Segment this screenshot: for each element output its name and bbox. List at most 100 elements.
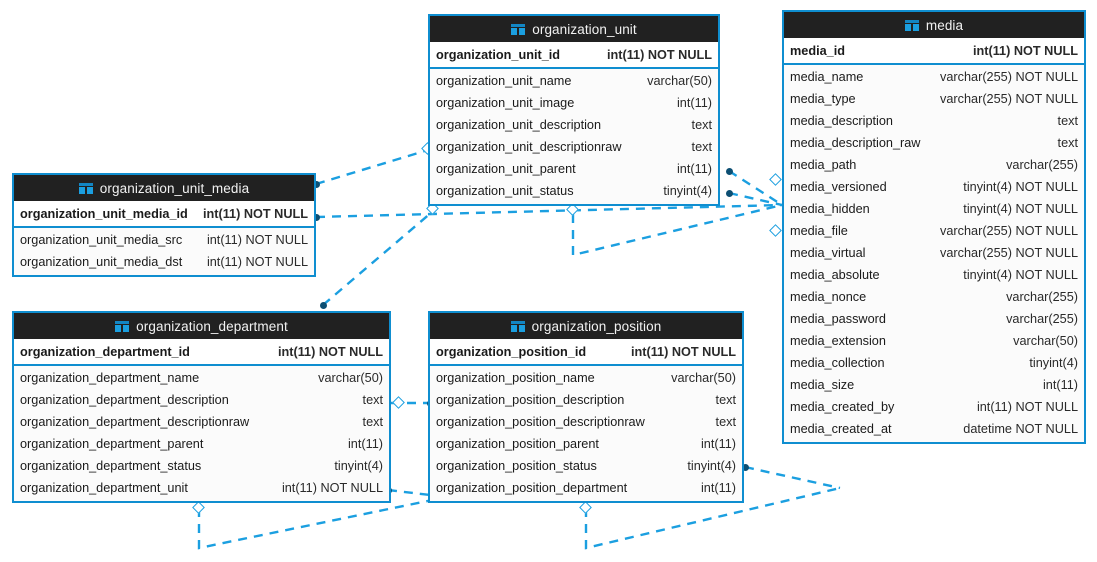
field-type: varchar(50) [318,371,383,385]
field-name: organization_unit_media_src [20,233,183,247]
field-name: organization_department_descriptionraw [20,415,250,429]
field-type: tinyint(4) NOT NULL [963,202,1078,216]
edge-department-self-loop [197,495,448,550]
field-type: int(11) NOT NULL [277,344,383,359]
table-organization_department[interactable]: organization_department organization_dep… [12,311,391,503]
field-name: organization_department_parent [20,437,204,451]
field-type: int(11) NOT NULL [206,233,308,247]
field-name: media_type [790,92,856,106]
field-type: int(11) [676,96,712,110]
endpoint-dot-department-top [319,301,327,309]
table-row: organization_unit_descriptionraw text [430,136,718,158]
table-header: organization_department [14,313,389,339]
field-type: varchar(255) [1006,290,1078,304]
field-name: organization_position_name [436,371,595,385]
field-type: varchar(255) NOT NULL [940,70,1078,84]
crowfoot-diamond-media-lower [768,223,782,237]
table-row: media_versioned tinyint(4) NOT NULL [784,176,1084,198]
edge-position-status [744,465,841,490]
edge-oum-to-media [315,203,783,219]
field-name: organization_department_unit [20,481,188,495]
endpoint-dot-position-status [741,463,749,471]
field-type: tinyint(4) [334,459,383,473]
field-type: tinyint(4) [687,459,736,473]
field-type: text [691,118,712,132]
table-header: media [784,12,1084,38]
field-name: organization_unit_name [436,74,572,88]
field-type: int(11) NOT NULL [630,344,736,359]
field-name: organization_department_status [20,459,202,473]
field-name: organization_unit_media_id [20,206,188,221]
table-row: organization_position_descriptionraw text [430,411,742,433]
field-name: media_size [790,378,855,392]
field-name: media_name [790,70,864,84]
field-type: text [362,415,383,429]
field-name: media_created_by [790,400,895,414]
field-name: organization_department_id [20,344,190,359]
field-type: tinyint(4) NOT NULL [963,180,1078,194]
field-name: organization_position_parent [436,437,599,451]
edge-oum-to-unit [315,148,429,186]
field-type: int(11) [1042,378,1078,392]
field-name: media_created_at [790,422,892,436]
edge-unit-status-to-media [728,191,783,207]
field-name: organization_position_descriptionraw [436,415,645,429]
field-type: text [1057,114,1078,128]
table-row: organization_department_status tinyint(4) [14,455,389,477]
table-icon [510,320,525,332]
endpoint-dot-unit-parent [725,167,733,175]
field-name: media_description_raw [790,136,921,150]
field-type: text [691,140,712,154]
field-type: tinyint(4) [1029,356,1078,370]
field-name: media_hidden [790,202,870,216]
field-name: organization_unit_descriptionraw [436,140,622,154]
field-type: tinyint(4) NOT NULL [963,268,1078,282]
field-name: media_versioned [790,180,887,194]
field-type: text [715,415,736,429]
primary-key-row: organization_unit_media_id int(11) NOT N… [14,201,314,228]
primary-key-row: organization_position_id int(11) NOT NUL… [430,339,742,366]
table-row: media_name varchar(255) NOT NULL [784,66,1084,88]
field-name: media_description [790,114,893,128]
crowfoot-diamond-department-right [391,395,405,409]
table-row: media_size int(11) [784,374,1084,396]
table-header: organization_unit_media [14,175,314,201]
table-row: organization_department_descriptionraw te… [14,411,389,433]
table-icon [78,182,93,194]
field-rows: media_name varchar(255) NOT NULL media_ty… [784,65,1084,442]
endpoint-dot-oum-pk [312,213,320,221]
field-type: int(11) NOT NULL [202,206,308,221]
primary-key-row: organization_department_id int(11) NOT N… [14,339,389,366]
field-name: media_nonce [790,290,867,304]
edge-unit-image-to-media [571,203,783,257]
table-organization_position[interactable]: organization_position organization_posit… [428,311,744,503]
table-organization_unit_media[interactable]: organization_unit_media organization_uni… [12,173,316,277]
field-type: int(11) [347,437,383,451]
table-media[interactable]: media media_id int(11) NOT NULL media_na… [782,10,1086,444]
endpoint-dot-oum-header [312,180,320,188]
field-type: datetime NOT NULL [963,422,1078,436]
table-organization_unit[interactable]: organization_unit organization_unit_id i… [428,14,720,206]
table-row: organization_department_parent int(11) [14,433,389,455]
field-rows: organization_unit_media_src int(11) NOT N… [14,228,314,275]
primary-key-row: organization_unit_id int(11) NOT NULL [430,42,718,69]
table-row: organization_unit_media_src int(11) NOT N… [14,229,314,251]
field-type: int(11) NOT NULL [972,43,1078,58]
field-name: media_extension [790,334,886,348]
table-row: media_description text [784,110,1084,132]
field-name: media_password [790,312,886,326]
